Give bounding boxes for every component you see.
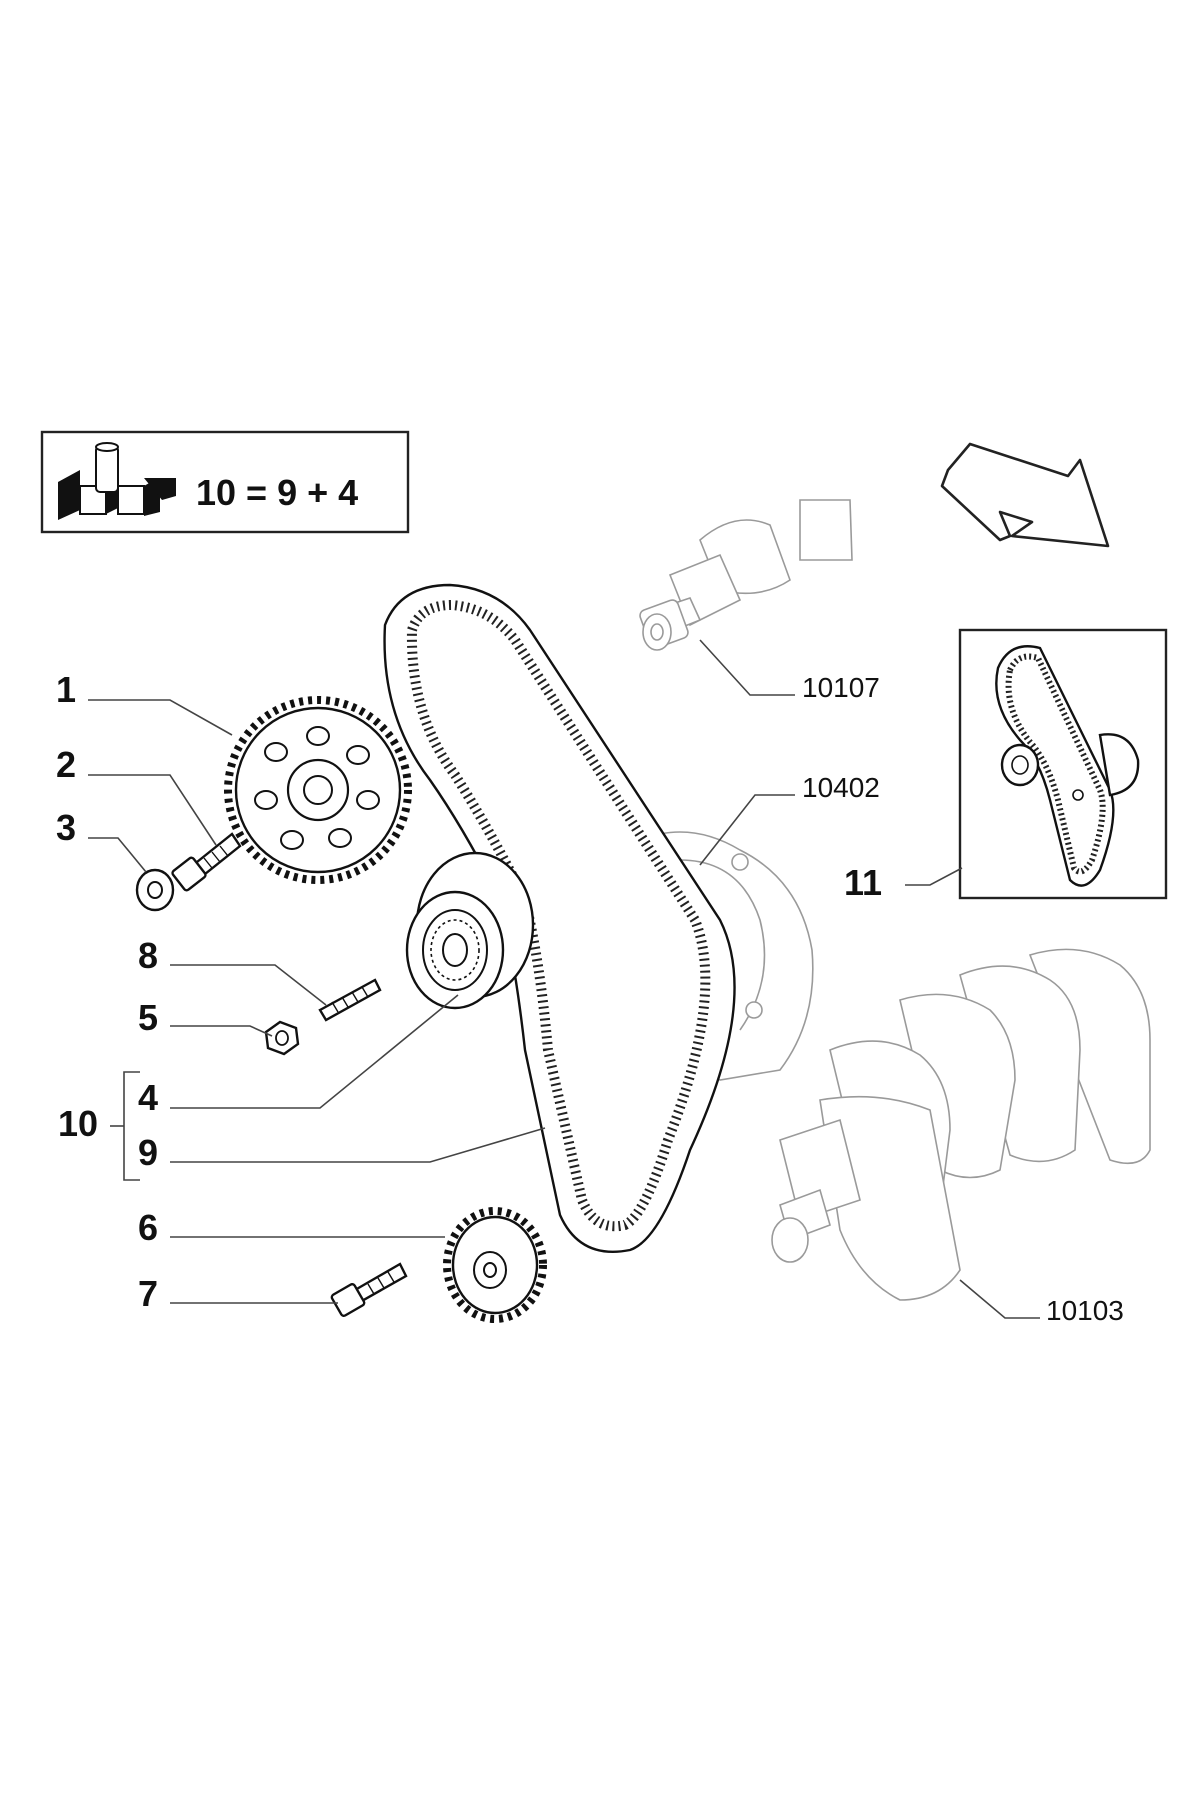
belt-tensioner	[405, 851, 535, 1010]
callout-2: 2	[56, 744, 76, 785]
camshaft-illustration	[639, 499, 853, 651]
tensioner-nut	[264, 1020, 300, 1056]
rotation-direction-arrow-icon	[940, 442, 1110, 548]
kit-components-icon	[58, 442, 176, 520]
pulley-bolt	[171, 832, 242, 892]
callout-1: 1	[56, 669, 76, 710]
callout-8: 8	[138, 935, 158, 976]
leader-2	[88, 774, 217, 846]
ref-crankshaft: 10103	[1046, 1295, 1124, 1326]
crankshaft-illustration	[771, 948, 1151, 1301]
ref-camshaft: 10107	[802, 672, 880, 703]
tensioner-stud	[318, 978, 382, 1022]
kit-box: 10 = 9 + 4	[40, 430, 410, 534]
leader-1	[88, 699, 233, 736]
leader-3	[88, 837, 147, 873]
callout-11: 11	[844, 862, 882, 903]
callout-3: 3	[56, 807, 76, 848]
ref-engine-block: 10402	[802, 772, 880, 803]
callout-7: 7	[138, 1273, 158, 1314]
camshaft-pulley	[224, 696, 412, 884]
leader-5	[170, 1025, 273, 1037]
callout-4: 4	[138, 1077, 158, 1118]
leader-4	[170, 994, 459, 1109]
crankshaft-pulley	[443, 1207, 547, 1323]
callout-10: 10	[58, 1103, 98, 1144]
leader-10103	[959, 1279, 1040, 1319]
callout-9: 9	[138, 1132, 158, 1173]
leader-8	[170, 964, 327, 1006]
crank-pulley-bolt	[330, 1262, 408, 1317]
inset-kit-box	[958, 628, 1168, 900]
leader-11	[905, 867, 963, 886]
leader-9	[170, 1127, 546, 1163]
kit-formula: 10 = 9 + 4	[196, 472, 358, 513]
callout-6: 6	[138, 1207, 158, 1248]
leader-10402	[699, 794, 795, 866]
leader-10107	[699, 639, 795, 696]
timing-belt	[383, 583, 736, 1253]
pulley-washer	[135, 868, 175, 912]
callout-5: 5	[138, 997, 158, 1038]
